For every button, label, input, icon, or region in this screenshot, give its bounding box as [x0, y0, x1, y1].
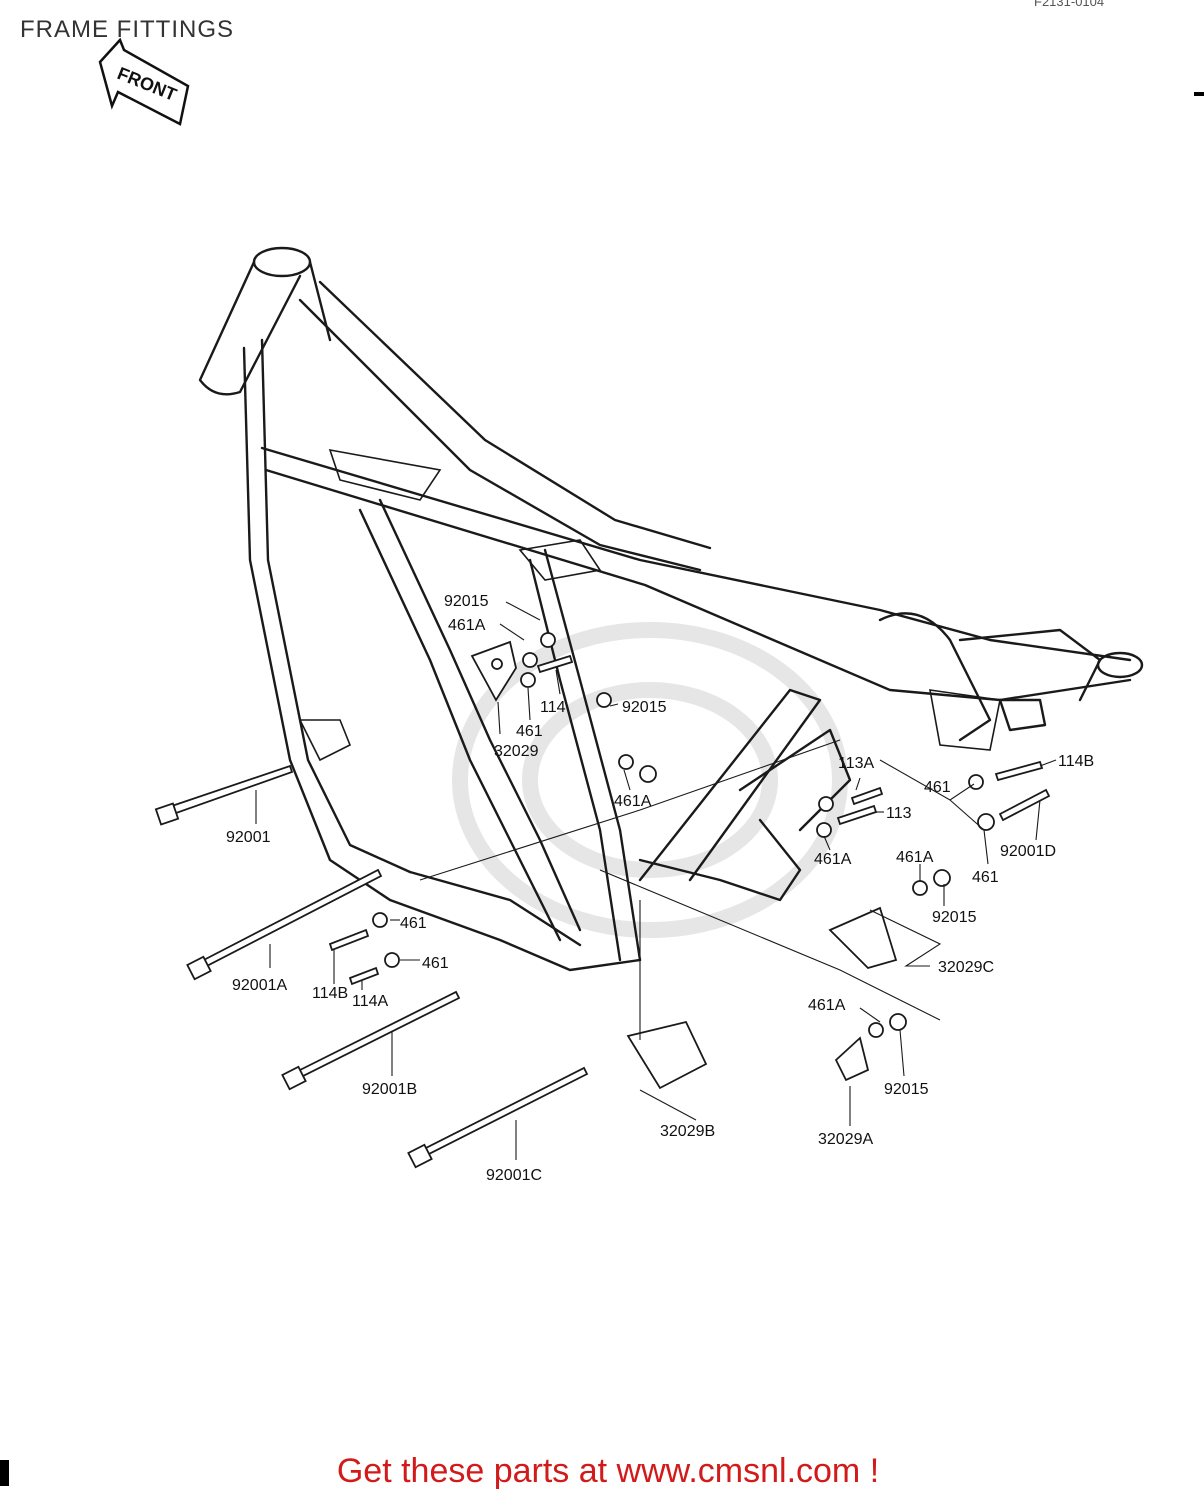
callout-labels: 92015 461A 114 461 32029 92015 461A 9200… [226, 593, 1094, 1184]
callout-32029c: 32029C [938, 959, 994, 976]
leader-lines [255, 601, 1057, 1160]
callout-32029a: 32029A [818, 1131, 873, 1148]
front-arrow-icon: FRONT [98, 37, 190, 126]
callout-461a: 461A [808, 997, 846, 1014]
callout-461: 461 [924, 779, 951, 796]
callout-114b: 114B [1058, 753, 1094, 770]
watermark-logo [452, 622, 848, 938]
motorcycle-frame-illustration [198, 246, 1144, 1021]
callout-461: 461 [422, 955, 449, 972]
fasteners [154, 632, 1051, 1169]
callout-114b: 114B [312, 985, 348, 1002]
callout-461a: 461A [896, 849, 934, 866]
callout-461a: 461A [448, 617, 486, 634]
callout-92001c: 92001C [486, 1167, 542, 1184]
callout-92015: 92015 [622, 699, 667, 716]
callout-92001: 92001 [226, 829, 271, 846]
callout-92015: 92015 [444, 593, 489, 610]
parts-store-link[interactable]: Get these parts at www.cmsnl.com ! [336, 1452, 880, 1490]
edge-mark [0, 1460, 9, 1486]
drawing-code: F2131-0104 [1034, 0, 1105, 9]
diagram-title: FRAME FITTINGS [20, 16, 234, 43]
callout-461: 461 [972, 869, 999, 886]
callout-32029: 32029 [494, 743, 539, 760]
callout-113: 113 [886, 805, 912, 822]
callout-461a: 461A [614, 793, 652, 810]
callout-461a: 461A [814, 851, 852, 868]
frame-fittings-diagram: FRONT [98, 37, 1144, 1184]
callout-114: 114 [540, 699, 566, 716]
callout-113a: 113A [838, 755, 875, 772]
edge-mark [1194, 92, 1204, 96]
callout-92015: 92015 [884, 1081, 929, 1098]
callout-92001a: 92001A [232, 977, 287, 994]
callout-114a: 114A [352, 993, 389, 1010]
callout-461: 461 [400, 915, 427, 932]
callout-92015: 92015 [932, 909, 977, 926]
callout-461: 461 [516, 723, 543, 740]
callout-92001b: 92001B [362, 1081, 417, 1098]
callout-32029b: 32029B [660, 1123, 715, 1140]
callout-92001d: 92001D [1000, 843, 1056, 860]
